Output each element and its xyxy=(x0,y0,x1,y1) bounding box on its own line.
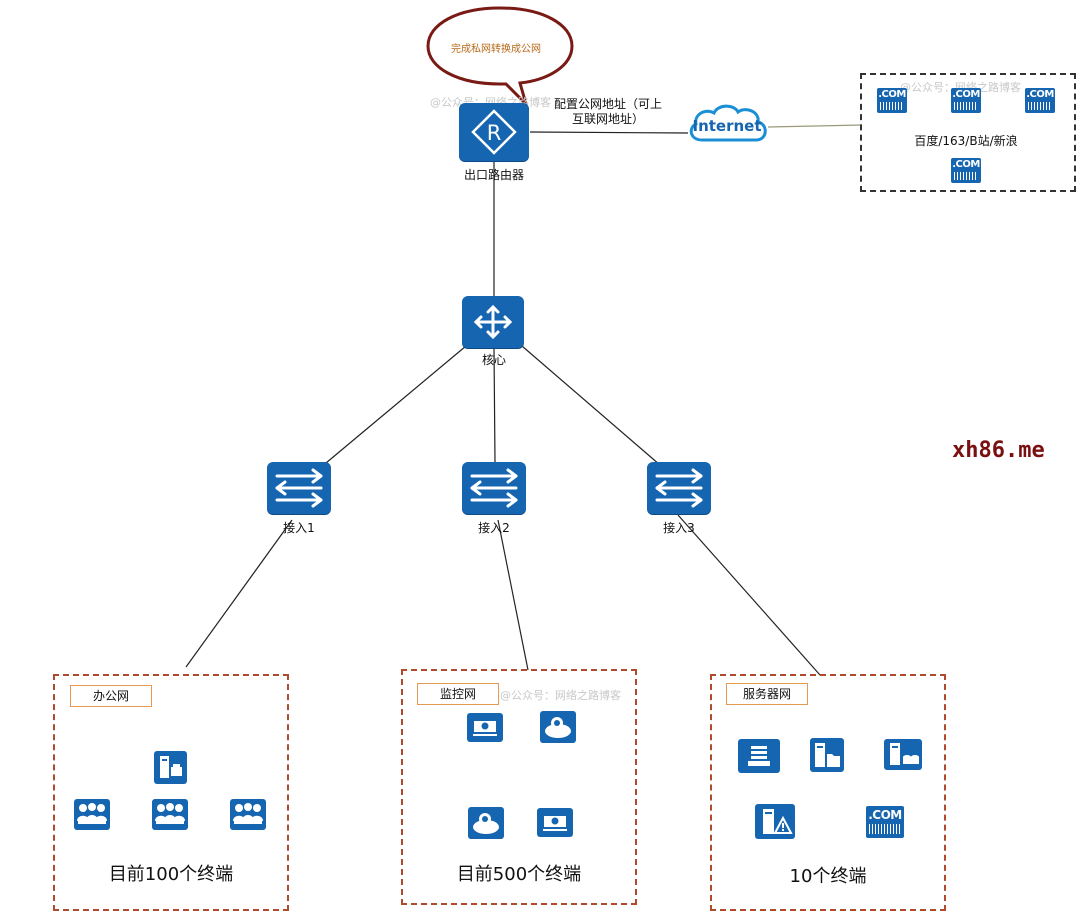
com-server-icon: .COM xyxy=(1025,88,1055,113)
printer-server-icon xyxy=(154,751,187,784)
access-switch-icon[interactable] xyxy=(462,462,526,514)
public-ip-note-line1: 配置公网地址（可上 xyxy=(553,97,662,111)
websites-label: 百度/163/B站/新浪 xyxy=(914,134,1018,148)
server-zone-tag: 服务器网 xyxy=(726,683,808,705)
websites-group xyxy=(860,73,1076,192)
core-switch-icon[interactable] xyxy=(462,296,524,348)
brand-text: xh86.me xyxy=(952,438,1045,463)
access-1-label: 接入1 xyxy=(283,521,315,535)
callout-bubble xyxy=(426,6,574,110)
server-zone xyxy=(710,674,946,911)
monitoring-zone-count: 目前500个终端 xyxy=(456,864,582,885)
user-group-icon xyxy=(230,799,266,830)
office-zone-tag: 办公网 xyxy=(70,685,152,707)
warning-server-icon xyxy=(755,804,795,839)
file-server-icon xyxy=(810,738,844,772)
router-label: 出口路由器 xyxy=(463,168,524,182)
dome-camera-icon xyxy=(540,711,576,743)
svg-text:R: R xyxy=(487,121,502,145)
access-3-label: 接入3 xyxy=(663,521,695,535)
com-server-icon: .COM xyxy=(877,88,907,113)
com-server-icon: .COM xyxy=(951,88,981,113)
internet-label: Internet xyxy=(692,117,762,135)
office-zone xyxy=(53,674,289,911)
monitoring-zone-tag: 监控网 xyxy=(417,683,499,705)
watermark-right: @公众号：网络之路博客 xyxy=(900,79,1021,95)
server-zone-count: 10个终端 xyxy=(789,866,867,887)
camera-icon xyxy=(467,713,503,742)
router-icon[interactable]: R xyxy=(459,103,529,161)
user-group-icon xyxy=(152,799,188,830)
callout-text: 完成私网转换成公网 xyxy=(451,44,541,55)
com-server-icon: .COM xyxy=(951,158,981,183)
camera-icon xyxy=(537,808,573,837)
access-2-label: 接入2 xyxy=(478,521,510,535)
com-server-icon: .COM xyxy=(866,806,904,838)
user-group-icon xyxy=(74,799,110,830)
internet-cloud-icon xyxy=(689,104,767,142)
dome-camera-icon xyxy=(468,807,504,839)
watermark-monitor: @公众号：网络之路博客 xyxy=(500,689,621,702)
database-server-icon xyxy=(884,739,922,770)
access-switch-icon[interactable] xyxy=(647,462,711,514)
storage-server-icon xyxy=(738,739,780,773)
access-switch-icon[interactable] xyxy=(267,462,331,514)
monitoring-zone xyxy=(401,669,637,905)
public-ip-note-line2: 互联网地址） xyxy=(571,112,644,126)
office-zone-count: 目前100个终端 xyxy=(108,864,234,885)
core-label: 核心 xyxy=(481,353,506,367)
